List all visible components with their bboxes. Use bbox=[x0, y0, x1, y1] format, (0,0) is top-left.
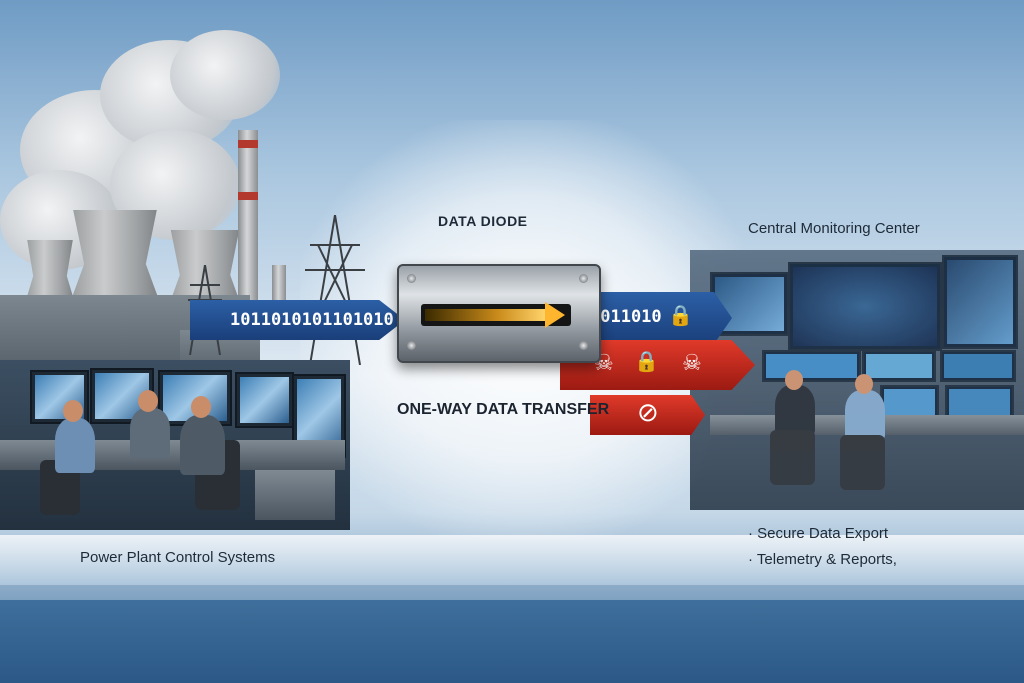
outgoing-data-arrow bbox=[582, 292, 732, 344]
office-chair bbox=[840, 435, 885, 490]
operator bbox=[775, 385, 815, 435]
lock-icon: 🔒 bbox=[634, 351, 659, 373]
feature-item: Secure Data Export bbox=[748, 521, 897, 547]
skull-icon: ☠ bbox=[682, 350, 702, 375]
one-way-label: ONE-WAY DATA TRANSFER bbox=[397, 401, 610, 418]
data-diode-label: DATA DIODE bbox=[438, 213, 528, 229]
wall-display bbox=[942, 255, 1018, 349]
operator bbox=[130, 408, 170, 458]
equipment-cabinet bbox=[255, 470, 335, 520]
desk-monitor bbox=[880, 385, 939, 419]
world-map-display bbox=[788, 262, 942, 351]
feature-item: Telemetry & Reports, bbox=[748, 547, 897, 573]
operator bbox=[55, 418, 95, 473]
prohibited-icon: ⊘ bbox=[637, 397, 659, 427]
central-monitoring-room bbox=[690, 250, 1024, 510]
chimney bbox=[238, 130, 258, 340]
lock-icon: 🔒 bbox=[668, 305, 693, 327]
footer-band bbox=[0, 600, 1024, 683]
wall-display bbox=[710, 272, 789, 336]
central-center-label: Central Monitoring Center bbox=[748, 220, 920, 237]
operator-head bbox=[138, 390, 158, 412]
binary-data-right: 1011010 bbox=[590, 307, 662, 327]
power-plant-label: Power Plant Control Systems bbox=[80, 549, 276, 566]
operator bbox=[845, 390, 885, 440]
power-plant-control-room bbox=[0, 360, 350, 530]
wall-display bbox=[862, 350, 936, 382]
feature-list: Secure Data Export Telemetry & Reports, bbox=[748, 521, 897, 573]
arrow-right-icon bbox=[545, 302, 565, 328]
smoke-cloud bbox=[170, 30, 280, 120]
operator-head bbox=[855, 374, 873, 394]
binary-data-left: 1011010101101010 bbox=[230, 310, 394, 330]
office-chair bbox=[770, 430, 815, 485]
operator-head bbox=[63, 400, 83, 422]
wall-display bbox=[940, 350, 1016, 382]
incoming-data-arrow bbox=[190, 300, 405, 340]
power-pylon bbox=[305, 215, 365, 365]
data-diode-device bbox=[397, 264, 601, 363]
wall-display bbox=[762, 350, 861, 382]
operator-head bbox=[191, 396, 211, 418]
operator bbox=[180, 415, 225, 475]
operator-head bbox=[785, 370, 803, 390]
blocked-return-arrow bbox=[590, 395, 705, 435]
control-monitor bbox=[235, 372, 294, 428]
